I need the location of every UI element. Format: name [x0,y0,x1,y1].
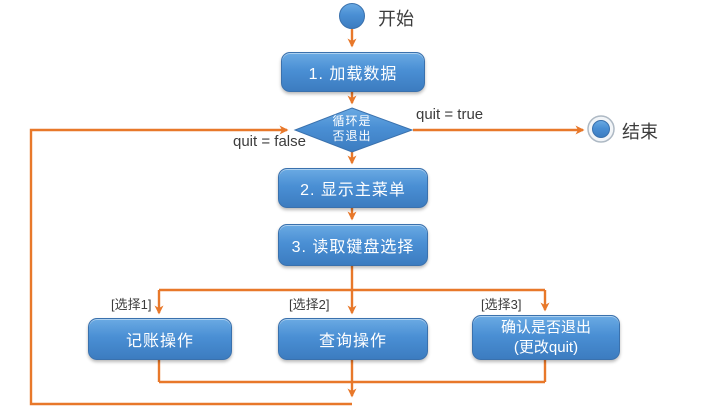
start-node [339,3,365,29]
edge-label-quit-true: quit = true [416,106,484,123]
activity-query-operation: 查询操作 [278,318,428,360]
activity-record-operation: 记账操作 [88,318,232,360]
activity-confirm-exit-line1: 确认是否退出 [500,319,591,336]
edge-label-choice1: [选择1] [111,297,152,312]
edge-label-choice2: [选择2] [289,297,330,312]
decision-label-line1: 循环是 [332,114,372,128]
edge-label-choice3: [选择3] [481,297,522,312]
activity-load-data: 1. 加载数据 [281,52,425,92]
start-node-label: 开始 [378,9,414,29]
edge-loop-back-to-decision [29,125,352,406]
activity-confirm-exit: 确认是否退出 (更改quit) [472,315,620,360]
end-node-label: 结束 [622,122,658,142]
edge-label-quit-false: quit = false [233,133,306,150]
decision-node [293,107,414,153]
decision-label-line2: 否退出 [332,129,372,143]
activity-show-menu: 2. 显示主菜单 [278,168,428,208]
end-node [592,120,610,138]
activity-confirm-exit-line2: (更改quit) [513,338,579,356]
activity-read-keyboard: 3. 读取键盘选择 [278,224,428,266]
decision-node-label: 循环是 否退出 [318,114,386,144]
